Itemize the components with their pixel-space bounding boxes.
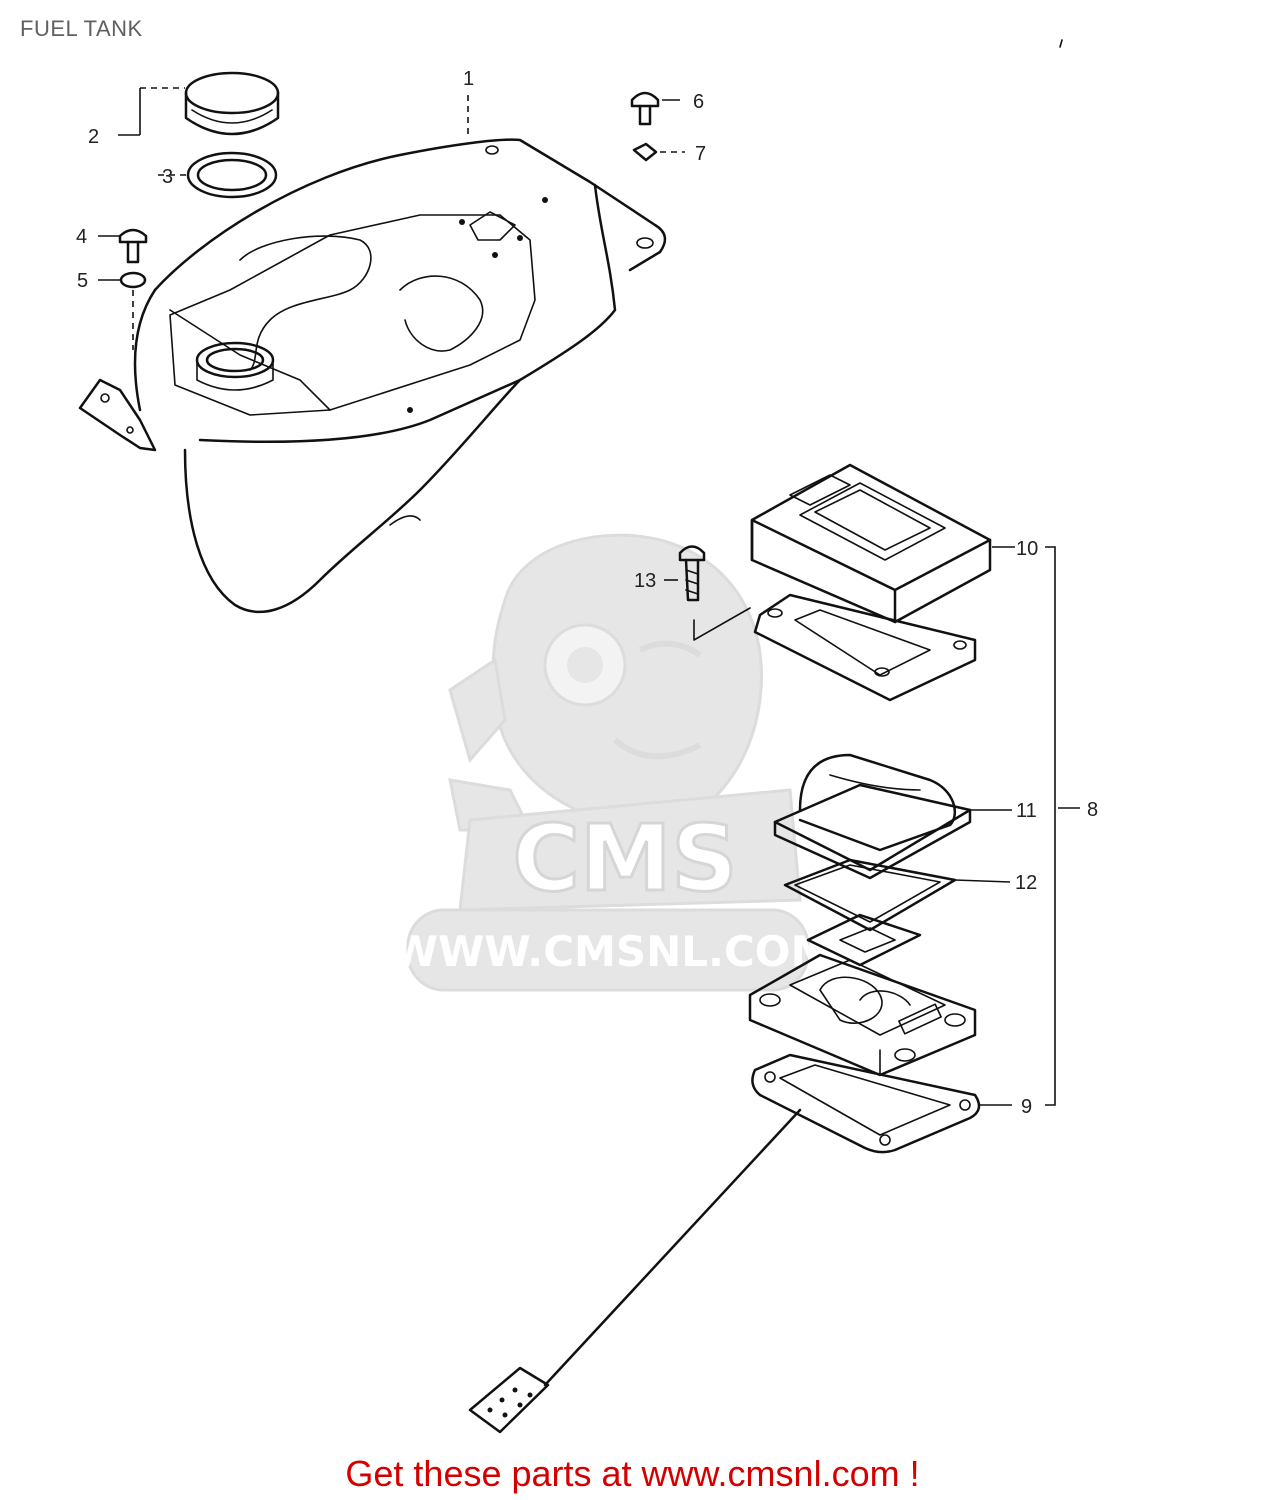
washer-5-drawing <box>119 271 147 350</box>
fuel-tank-drawing <box>78 138 667 614</box>
gauge-body-drawing <box>468 953 981 1434</box>
bolt-6-drawing <box>630 91 660 126</box>
callout-3: 3 <box>162 166 173 188</box>
callout-4: 4 <box>76 226 87 248</box>
callout-7: 7 <box>695 143 706 165</box>
page-title: FUEL TANK <box>20 16 143 41</box>
callout-5: 5 <box>77 270 88 292</box>
promo-link[interactable]: Get these parts at www.cmsnl.com ! <box>345 1453 920 1494</box>
screw-13-drawing <box>678 545 751 641</box>
callout-labels: 1 2 3 4 5 6 7 8 9 10 11 12 13 <box>76 68 1098 1118</box>
watermark-url: WWW.CMSNL.COM <box>392 927 833 976</box>
washer-7-drawing <box>632 142 658 162</box>
callout-9: 9 <box>1021 1096 1032 1118</box>
watermark-logo-text: CMS <box>512 805 737 912</box>
watermark-logo: CMS WWW.CMSNL.COM <box>392 533 833 992</box>
callout-10: 10 <box>1016 538 1038 560</box>
callout-2: 2 <box>88 126 99 148</box>
gauge-cover-drawing <box>750 463 992 702</box>
callout-13: 13 <box>634 570 656 592</box>
callout-8: 8 <box>1087 799 1098 821</box>
callout-1: 1 <box>463 68 474 90</box>
cap-gasket-drawing <box>186 151 278 199</box>
callout-12: 12 <box>1015 872 1037 894</box>
fuel-cap-drawing <box>184 71 280 136</box>
gauge-cap-drawing <box>773 753 972 880</box>
bolt-4-drawing <box>118 228 148 264</box>
callout-11: 11 <box>1016 800 1037 822</box>
leader-lines <box>98 87 1080 1106</box>
callout-6: 6 <box>693 91 704 113</box>
